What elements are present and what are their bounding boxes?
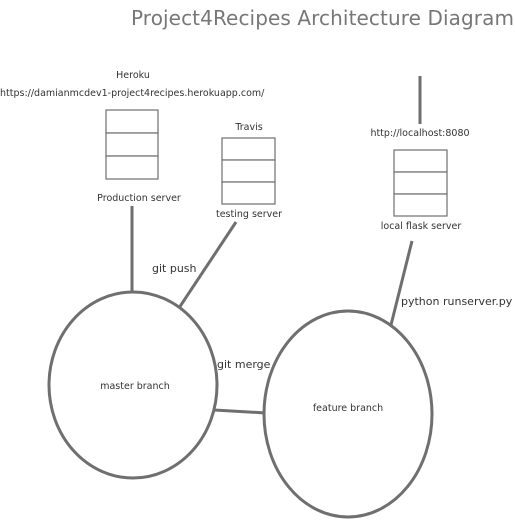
localhost-url: http://localhost:8080 (370, 128, 470, 139)
travis-label: Travis (235, 122, 263, 133)
local-server-label: local flask server (380, 221, 462, 232)
feature-branch-label: feature branch (312, 403, 384, 414)
production-server-label: Production server (97, 193, 181, 204)
diagram-title: Project4Recipes Architecture Diagram (131, 6, 515, 30)
python-runserver-label: python runserver.py (401, 295, 513, 308)
heroku-label: Heroku (116, 70, 150, 81)
local-server-icon (393, 149, 448, 217)
production-server-icon (105, 109, 159, 180)
local-to-feature-connector (389, 240, 414, 326)
master-branch-node (47, 290, 219, 480)
git-merge-label: git merge (217, 358, 271, 371)
testing-server-label: testing server (215, 209, 283, 220)
feature-branch-node (262, 309, 434, 519)
master-branch-label: master branch (100, 381, 170, 392)
testing-server-icon (221, 137, 276, 205)
git-push-label: git push (152, 262, 197, 275)
heroku-url: https://damianmcdev1-project4recipes.her… (0, 88, 265, 99)
testing-to-master-connector (175, 221, 238, 312)
master-to-feature-connector (213, 408, 267, 415)
